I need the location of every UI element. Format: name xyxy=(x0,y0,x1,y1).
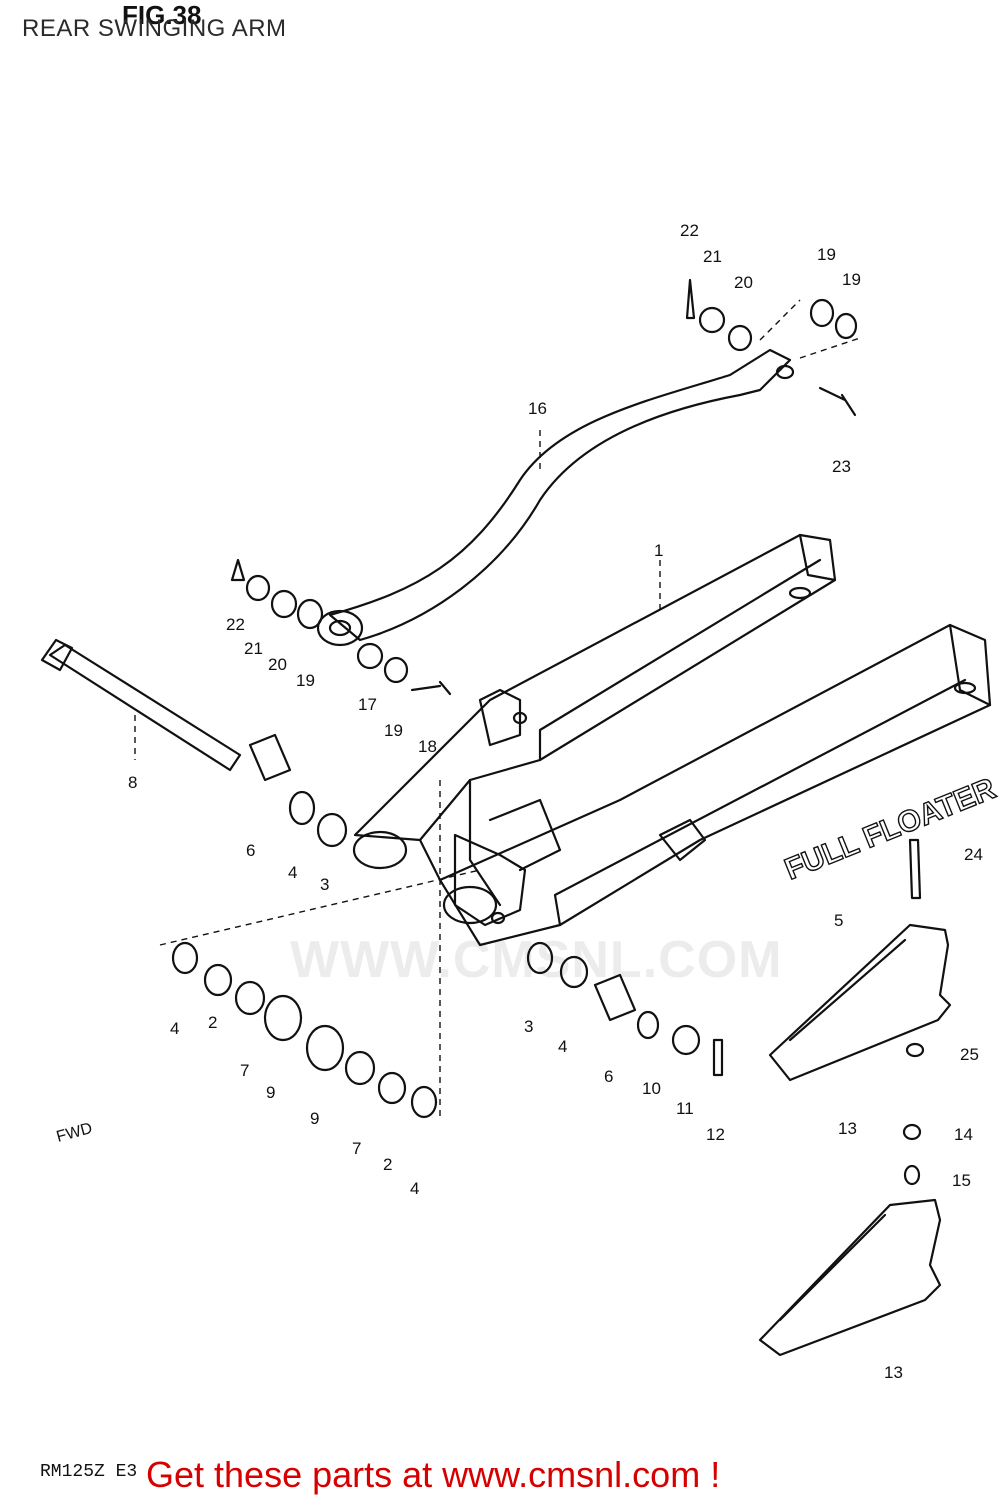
callout-label: 3 xyxy=(524,1017,533,1036)
callout-label: 6 xyxy=(604,1067,613,1086)
full-floater-stamp: FULL FLOATER xyxy=(780,772,1000,887)
callout-label: 19 xyxy=(842,270,861,289)
leader-lines xyxy=(134,299,861,1120)
callout-label: 15 xyxy=(952,1171,971,1190)
pivot-shaft xyxy=(40,638,242,772)
callout-label: 9 xyxy=(310,1109,319,1128)
callout-label: 9 xyxy=(266,1083,275,1102)
callout-label: 22 xyxy=(226,615,245,634)
callout-label: 18 xyxy=(418,737,437,756)
callout-label: 19 xyxy=(817,245,836,264)
callout-label: 7 xyxy=(240,1061,249,1080)
callout-label: 16 xyxy=(528,399,547,418)
callout-label: 24 xyxy=(964,845,983,864)
callout-label: 4 xyxy=(558,1037,567,1056)
callout-label: 4 xyxy=(170,1019,179,1038)
callout-label: 3 xyxy=(320,875,329,894)
callout-label: 13 xyxy=(838,1119,857,1138)
callout-label: 1 xyxy=(654,541,663,560)
site-watermark: WWW.CMSNL.COM xyxy=(290,931,783,989)
callout-label: 14 xyxy=(954,1125,973,1144)
callout-label: 23 xyxy=(832,457,851,476)
callout-label: 2 xyxy=(383,1155,392,1174)
callout-label: 25 xyxy=(960,1045,979,1064)
callout-label: 12 xyxy=(706,1125,725,1144)
callout-label: 7 xyxy=(352,1139,361,1158)
callout-label: 10 xyxy=(642,1079,661,1098)
torque-rod xyxy=(316,348,795,647)
callout-label: 6 xyxy=(246,841,255,860)
small-parts xyxy=(171,278,925,1186)
chain-guides xyxy=(758,923,952,1357)
callout-label: 22 xyxy=(680,221,699,240)
callout-label: 2 xyxy=(208,1013,217,1032)
callout-label: 21 xyxy=(244,639,263,658)
swing-arm-body xyxy=(352,533,992,947)
figure-number: FIG.38 xyxy=(122,0,202,30)
callout-label: 4 xyxy=(410,1179,419,1198)
callout-label: 19 xyxy=(296,671,315,690)
page-title: REAR SWINGING ARM xyxy=(22,15,287,42)
callout-labels: 22 21 20 19 19 16 23 1 22 21 20 19 17 19… xyxy=(128,221,983,1382)
promo-link[interactable]: Get these parts at www.cmsnl.com ! xyxy=(146,1454,721,1495)
callout-label: 8 xyxy=(128,773,137,792)
callout-label: 5 xyxy=(834,911,843,930)
callout-label: 20 xyxy=(734,273,753,292)
callout-label: 20 xyxy=(268,655,287,674)
model-code: RM125Z E3 xyxy=(40,1462,138,1482)
callout-label: 4 xyxy=(288,863,297,882)
callout-label: 19 xyxy=(384,721,403,740)
forward-direction-mark: FWD xyxy=(55,1120,95,1146)
callout-label: 21 xyxy=(703,247,722,266)
callout-label: 13 xyxy=(884,1363,903,1382)
callout-label: 11 xyxy=(676,1099,694,1118)
callout-label: 17 xyxy=(358,695,377,714)
